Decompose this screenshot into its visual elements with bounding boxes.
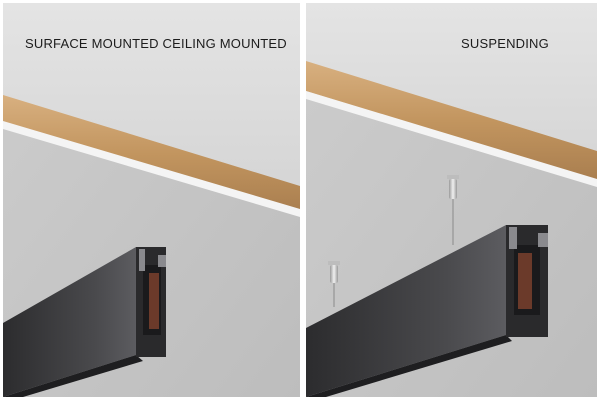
aluminium-profile <box>3 247 136 397</box>
ceiling <box>3 3 300 203</box>
profile-bottom <box>3 355 143 397</box>
aluminium-profile <box>306 225 506 397</box>
profile-clip <box>538 233 548 247</box>
copper-strip <box>518 253 532 309</box>
wood-beam <box>3 95 300 213</box>
surface-mounted-panel: SURFACE MOUNTED CEILING MOUNTED <box>3 3 300 397</box>
beam-edge <box>306 91 597 187</box>
suspending-panel: SUSPENDING <box>306 3 597 397</box>
profile-clip <box>158 255 166 267</box>
suspending-illustration <box>306 3 597 397</box>
surface-mounted-illustration <box>3 3 300 397</box>
ceiling-hanger <box>447 175 459 199</box>
wood-beam <box>306 61 597 181</box>
profile-bottom <box>306 335 512 397</box>
copper-strip <box>149 273 159 329</box>
profile-rim <box>509 227 517 249</box>
profile-rim <box>139 249 145 271</box>
panel-caption: SURFACE MOUNTED CEILING MOUNTED <box>25 36 287 51</box>
panel-caption: SUSPENDING <box>461 36 549 51</box>
ceiling-hanger <box>328 261 340 283</box>
beam-edge <box>3 121 300 217</box>
